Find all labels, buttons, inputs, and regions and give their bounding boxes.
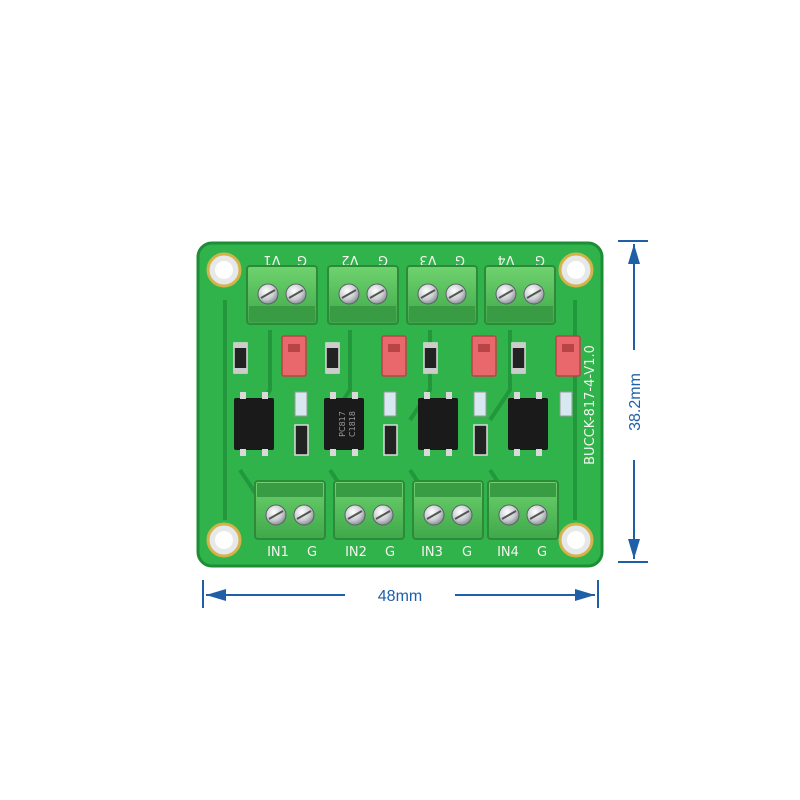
arrow-right-icon xyxy=(575,589,595,601)
smd-resistor xyxy=(473,424,488,456)
bottom-silk-labels: IN1 G IN2 G IN3 G IN4 G xyxy=(267,545,547,560)
height-dimension xyxy=(618,240,648,563)
silk-label-in2: IN2 xyxy=(345,545,367,560)
mounting-hole-bottom-left xyxy=(206,522,242,558)
arrow-left-icon xyxy=(206,589,226,601)
silk-label-g4: G xyxy=(535,252,545,267)
width-label: 48mm xyxy=(378,588,422,605)
silk-label-g5: G xyxy=(307,545,317,560)
smd-resistor xyxy=(294,424,309,456)
jumper-header xyxy=(555,335,581,377)
optocoupler-chip xyxy=(508,398,548,450)
silk-label-g2: G xyxy=(378,252,388,267)
mounting-holes xyxy=(206,252,594,558)
terminal-block-v1 xyxy=(246,265,318,325)
terminal-block-v4 xyxy=(484,265,556,325)
chip-marking: PC817 xyxy=(338,411,347,437)
mounting-hole-top-right xyxy=(558,252,594,288)
silk-label-in1: IN1 xyxy=(267,545,289,560)
chip-marking: C1818 xyxy=(348,411,357,437)
jumper-header xyxy=(381,335,407,377)
optocoupler-chip xyxy=(234,398,274,450)
silk-label-g8: G xyxy=(537,545,547,560)
top-terminal-blocks xyxy=(246,265,556,325)
width-dimension xyxy=(202,580,599,608)
channel-4 xyxy=(508,335,581,456)
arrow-down-icon xyxy=(628,539,640,559)
terminal-block-in1 xyxy=(254,480,326,540)
arrow-up-icon xyxy=(628,244,640,264)
smd-led xyxy=(383,391,397,417)
top-silk-labels: V1 G V2 G V3 G V4 G xyxy=(263,252,545,267)
silk-label-v1: V1 xyxy=(263,252,280,267)
board-model-label: BUCCK-817-4-V1.0 xyxy=(583,345,598,465)
silk-label-in3: IN3 xyxy=(421,545,443,560)
silk-label-g6: G xyxy=(385,545,395,560)
jumper-header xyxy=(471,335,497,377)
silk-label-g1: G xyxy=(297,252,307,267)
smd-led xyxy=(559,391,573,417)
channel-1 xyxy=(233,335,309,456)
silk-label-v4: V4 xyxy=(497,252,514,267)
silk-label-v2: V2 xyxy=(341,252,358,267)
mounting-hole-bottom-right xyxy=(558,522,594,558)
smd-led xyxy=(473,391,487,417)
silk-label-g3: G xyxy=(455,252,465,267)
jumper-header xyxy=(281,335,307,377)
optocoupler-chip xyxy=(418,398,458,450)
terminal-block-in3 xyxy=(412,480,484,540)
smd-resistor xyxy=(383,424,398,456)
optocoupler-chip xyxy=(324,398,364,450)
terminal-block-v3 xyxy=(406,265,478,325)
height-label: 38.2mm xyxy=(627,373,644,431)
silk-label-v3: V3 xyxy=(419,252,436,267)
channel-2: PC817 C1818 xyxy=(324,335,407,456)
mounting-hole-top-left xyxy=(206,252,242,288)
silk-label-in4: IN4 xyxy=(497,545,519,560)
terminal-block-in4 xyxy=(487,480,559,540)
bottom-terminal-blocks xyxy=(254,480,559,540)
terminal-block-v2 xyxy=(327,265,399,325)
silk-label-g7: G xyxy=(462,545,472,560)
channel-components: PC817 C1818 xyxy=(233,335,581,456)
smd-led xyxy=(294,391,308,417)
terminal-block-in2 xyxy=(333,480,405,540)
channel-3 xyxy=(418,335,497,456)
